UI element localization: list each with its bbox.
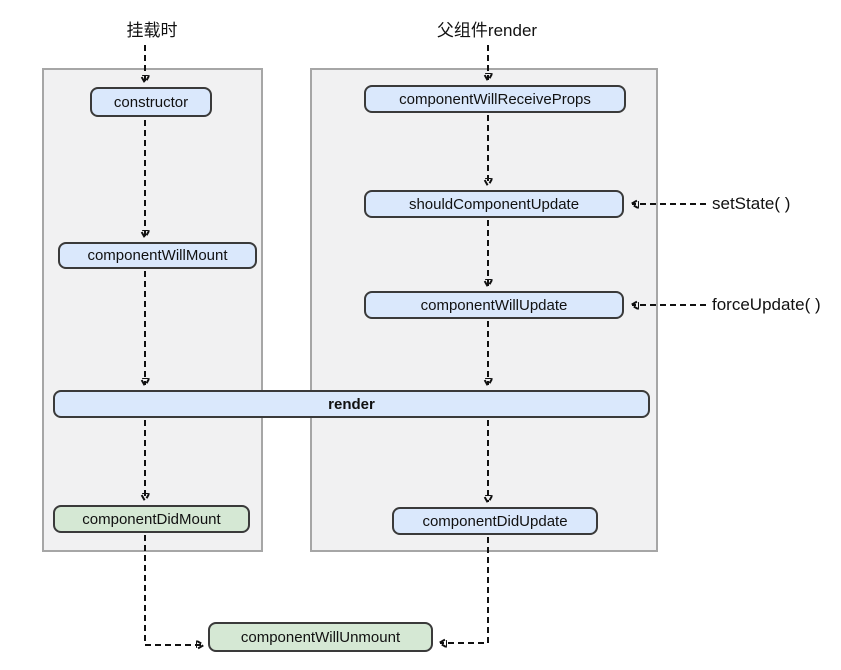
force-update-label: forceUpdate( ): [712, 295, 821, 314]
node-component-will-receive-props: componentWillReceiveProps: [364, 85, 626, 113]
node-component-will-update: componentWillUpdate: [364, 291, 624, 319]
mount-column-header: 挂载时: [126, 21, 178, 40]
mount-phase-panel: [42, 68, 263, 552]
node-should-component-update: shouldComponentUpdate: [364, 190, 624, 218]
node-component-did-update: componentDidUpdate: [392, 507, 598, 535]
node-constructor: constructor: [90, 87, 212, 117]
arrow-didupdate-to-willunmount: [440, 537, 489, 643]
node-component-did-mount: componentDidMount: [53, 505, 250, 533]
node-component-will-unmount: componentWillUnmount: [208, 622, 433, 652]
parent-render-column-header: 父组件render: [436, 21, 538, 40]
node-component-will-mount: componentWillMount: [58, 242, 257, 269]
node-render: render: [53, 390, 650, 418]
set-state-label: setState( ): [712, 194, 791, 213]
